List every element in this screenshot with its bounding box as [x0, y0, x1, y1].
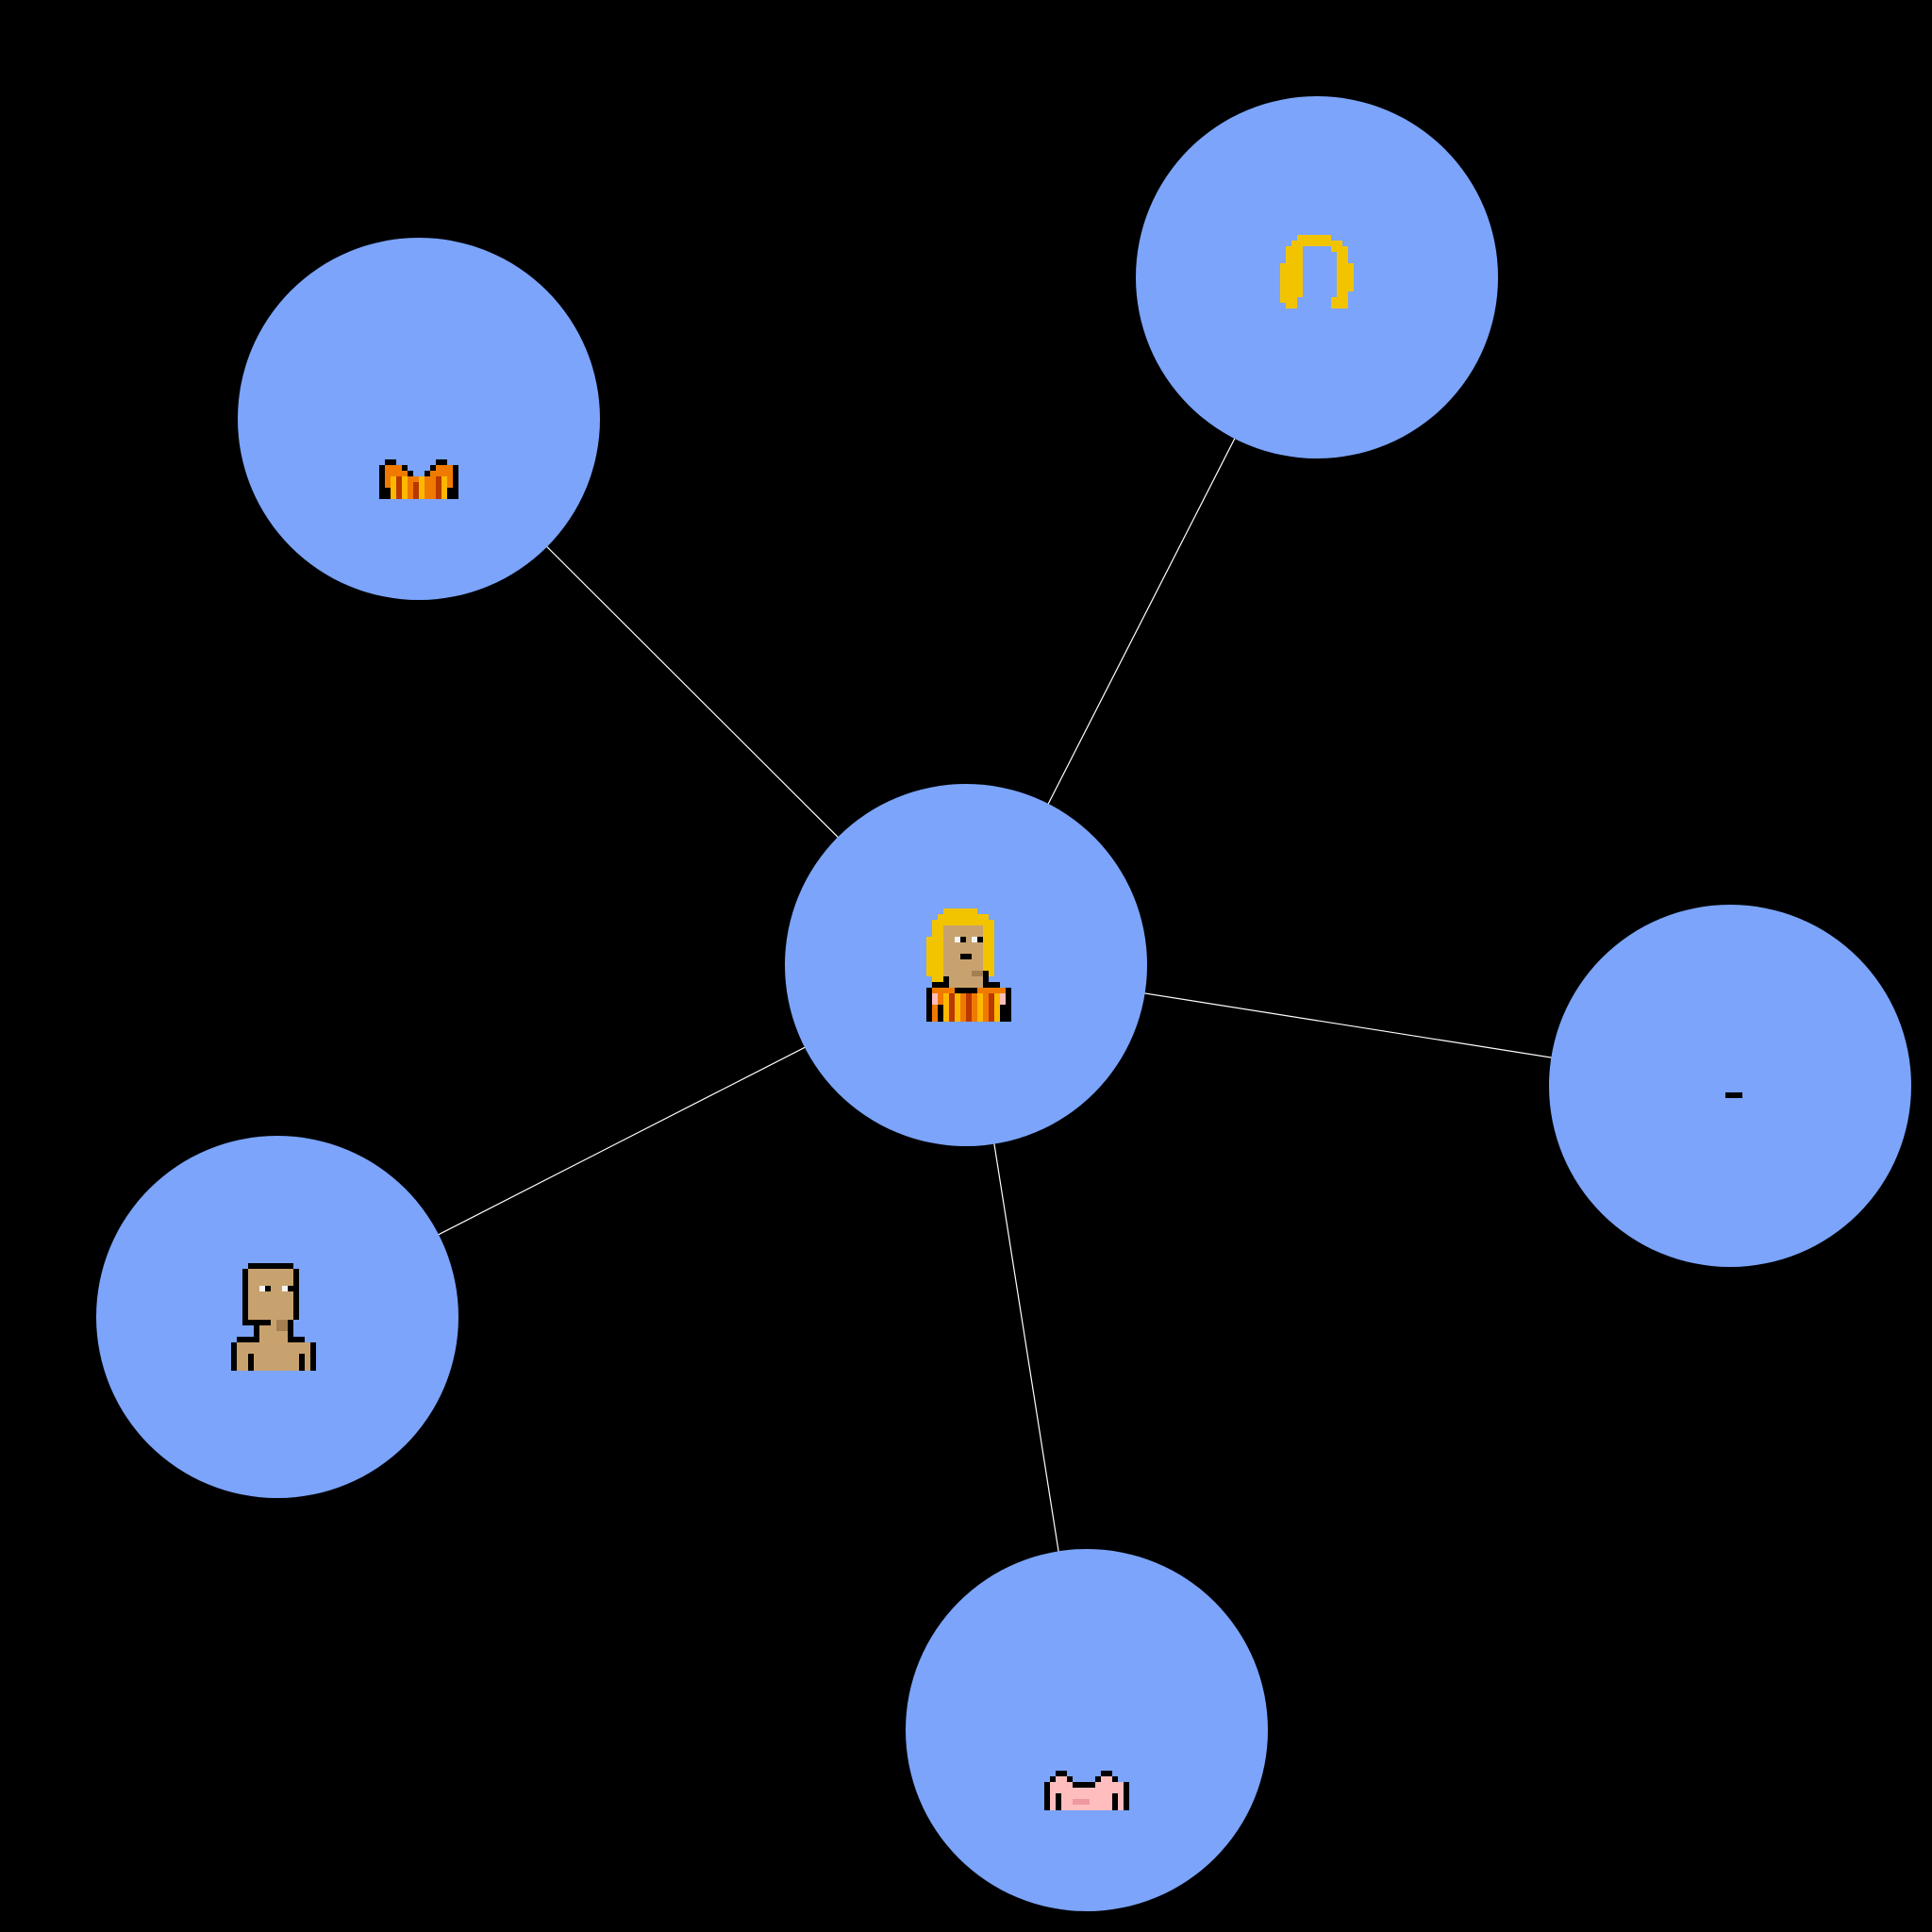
blonde-hair-icon: [1280, 235, 1354, 308]
node-center[interactable]: [785, 784, 1147, 1146]
node-jacket-circle[interactable]: [238, 238, 600, 600]
node-top-circle[interactable]: [906, 1549, 1268, 1911]
mouth-icon: [1725, 1092, 1742, 1098]
bare-body-icon: [231, 1263, 316, 1371]
nodes-layer: [96, 96, 1911, 1911]
node-hair-circle[interactable]: [1136, 96, 1498, 458]
node-top[interactable]: [906, 1549, 1268, 1911]
node-mouth[interactable]: [1549, 905, 1911, 1267]
node-hair[interactable]: [1136, 96, 1498, 458]
full-avatar-icon: [926, 908, 1011, 1022]
pink-top-icon: [1044, 1771, 1129, 1810]
node-body[interactable]: [96, 1136, 458, 1498]
striped-jacket-icon: [379, 459, 458, 499]
node-jacket[interactable]: [238, 238, 600, 600]
node-mouth-circle[interactable]: [1549, 905, 1911, 1267]
